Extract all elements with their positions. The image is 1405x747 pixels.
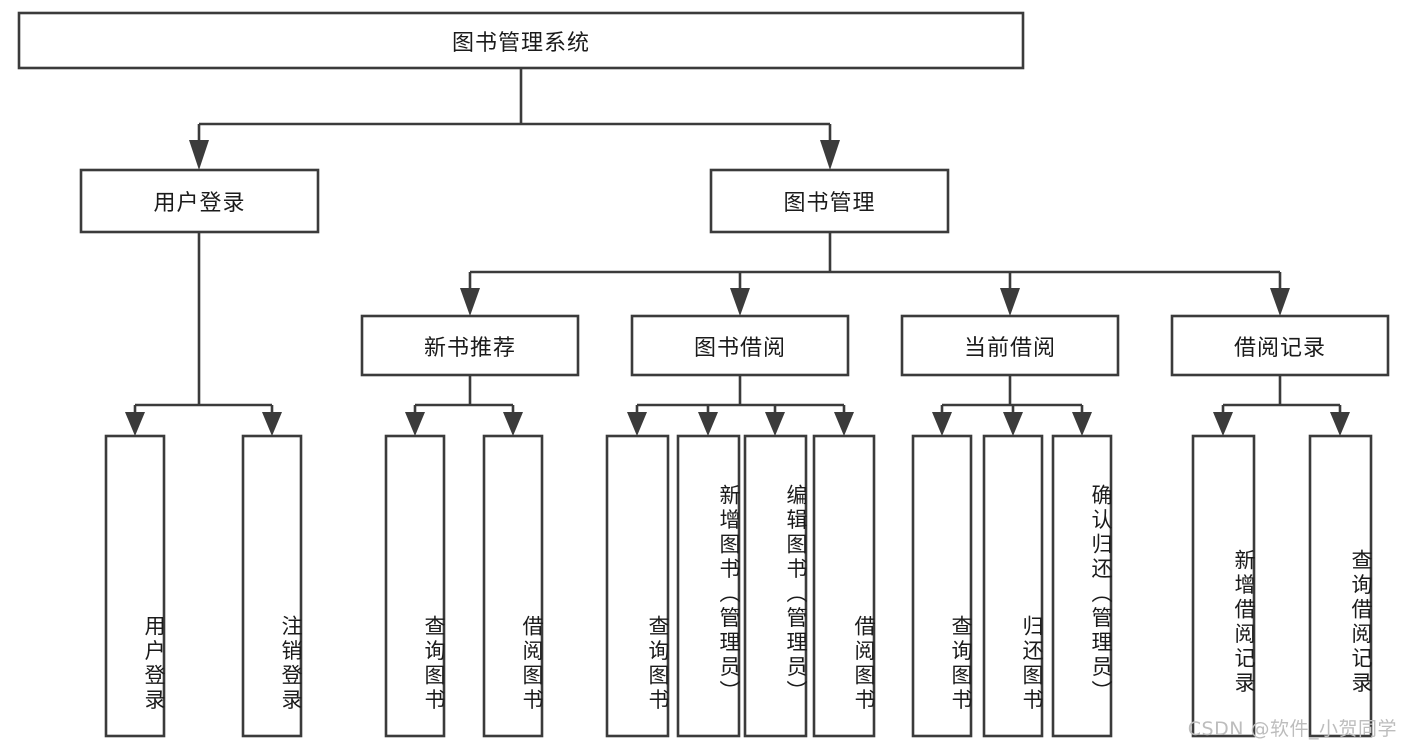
arrowhead-icon-leaf-confirm-return [1072,412,1092,436]
arrowhead-icon-current-borrow [1000,288,1020,316]
node-box-book-manage[interactable] [709,168,950,234]
arrowhead-icon-leaf-query-book-rec [405,412,425,436]
arrowhead-icon-leaf-add-record [1213,412,1233,436]
arrowhead-icon-leaf-borrow-book-rec [503,412,523,436]
arrowhead-icon-leaf-query-book-c [932,412,952,436]
node-box-leaf-query-book-c[interactable] [911,434,973,738]
node-box-leaf-borrow-book-rec[interactable] [482,434,544,738]
node-box-book-borrow[interactable] [630,314,850,377]
node-box-root[interactable] [17,11,1025,70]
node-box-leaf-logout[interactable] [241,434,303,738]
arrowhead-icon-book-manage [820,140,840,170]
arrowhead-icon-leaf-query-book-b [627,412,647,436]
connectors [133,68,1342,412]
arrowhead-icon-borrow-record [1270,288,1290,316]
arrowhead-icon-leaf-return-book [1003,412,1023,436]
arrowhead-icon-leaf-user-login [125,412,145,436]
node-box-leaf-return-book[interactable] [982,434,1044,738]
arrow-heads [125,140,1350,436]
node-box-borrow-record[interactable] [1170,314,1390,377]
arrowhead-icon-leaf-borrow-book-b [834,412,854,436]
node-box-leaf-confirm-return[interactable] [1051,434,1113,738]
arrowhead-icon-leaf-logout [262,412,282,436]
node-box-leaf-query-book-b[interactable] [605,434,670,738]
node-box-user-login[interactable] [79,168,320,234]
arrowhead-icon-leaf-query-record [1330,412,1350,436]
arrowhead-icon-new-book-rec [460,288,480,316]
node-box-current-borrow[interactable] [900,314,1120,377]
node-box-leaf-add-record[interactable] [1191,434,1256,738]
node-box-leaf-query-record[interactable] [1308,434,1373,738]
node-box-leaf-edit-book[interactable] [743,434,808,738]
node-box-leaf-query-book-rec[interactable] [384,434,446,738]
node-box-new-book-rec[interactable] [360,314,580,377]
arrowhead-icon-leaf-add-book [698,412,718,436]
arrowhead-icon-book-borrow [730,288,750,316]
node-box-leaf-add-book[interactable] [676,434,741,738]
node-boxes [17,11,1390,738]
arrowhead-icon-user-login [189,140,209,170]
node-box-leaf-user-login[interactable] [104,434,166,738]
arrowhead-icon-leaf-edit-book [765,412,785,436]
node-box-leaf-borrow-book-b[interactable] [812,434,876,738]
